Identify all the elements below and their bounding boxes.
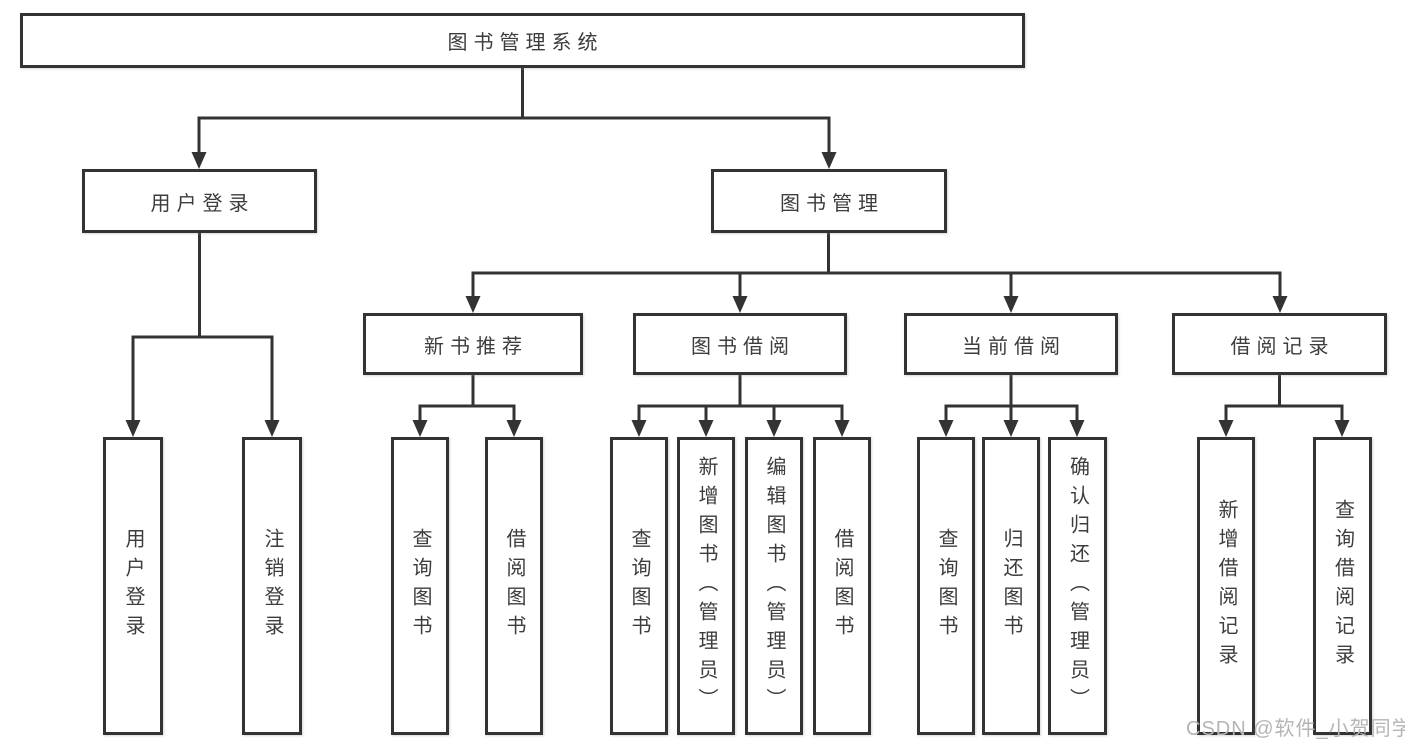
node-borrowing-records: 借阅记录 xyxy=(1172,313,1387,375)
leaf-query-books-3-label: 查询图书 xyxy=(935,528,957,644)
leaf-query-books-1-label: 查询图书 xyxy=(409,528,431,644)
leaf-query-books-2: 查询图书 xyxy=(610,437,668,735)
leaf-borrow-books-1: 借阅图书 xyxy=(485,437,543,735)
leaf-add-book-admin-label: 新增图书（管理员） xyxy=(695,455,717,717)
leaf-query-borrow-record: 查询借阅记录 xyxy=(1313,437,1372,735)
node-book-management-label: 图书管理 xyxy=(780,192,884,215)
leaf-query-borrow-record-label: 查询借阅记录 xyxy=(1331,499,1354,673)
leaf-edit-book-admin: 编辑图书（管理员） xyxy=(745,437,803,735)
node-user-login-label: 用户登录 xyxy=(150,192,255,215)
leaf-edit-book-admin-label: 编辑图书（管理员） xyxy=(763,455,785,717)
node-library-system: 图书管理系统 xyxy=(20,13,1025,68)
leaf-query-books-1: 查询图书 xyxy=(391,437,449,735)
node-new-book-recommendation: 新书推荐 xyxy=(363,313,583,375)
node-user-login: 用户登录 xyxy=(82,169,317,233)
node-library-system-label: 图书管理系统 xyxy=(447,32,604,54)
node-book-borrowing-label: 图书借阅 xyxy=(691,335,795,358)
leaf-return-books: 归还图书 xyxy=(982,437,1040,735)
leaf-borrow-books-2-label: 借阅图书 xyxy=(831,528,853,644)
node-borrowing-records-label: 借阅记录 xyxy=(1230,335,1335,358)
leaf-confirm-return-admin: 确认归还（管理员） xyxy=(1048,437,1107,735)
leaf-add-borrow-record: 新增借阅记录 xyxy=(1197,437,1255,735)
node-current-borrowing-label: 当前借阅 xyxy=(962,335,1066,358)
leaf-query-books-2-label: 查询图书 xyxy=(628,528,650,644)
leaf-user-login-label: 用户登录 xyxy=(122,528,144,644)
leaf-logout: 注销登录 xyxy=(242,437,302,735)
leaf-add-borrow-record-label: 新增借阅记录 xyxy=(1215,499,1237,673)
leaf-borrow-books-1-label: 借阅图书 xyxy=(503,528,525,644)
leaf-add-book-admin: 新增图书（管理员） xyxy=(677,437,735,735)
node-book-management: 图书管理 xyxy=(711,169,947,233)
leaf-user-login: 用户登录 xyxy=(103,437,163,735)
leaf-return-books-label: 归还图书 xyxy=(1000,528,1022,644)
leaf-confirm-return-admin-label: 确认归还（管理员） xyxy=(1066,455,1089,717)
node-book-borrowing: 图书借阅 xyxy=(633,313,847,375)
leaf-borrow-books-2: 借阅图书 xyxy=(813,437,871,735)
csdn-watermark: CSDN @软件_小贺同学 xyxy=(1186,718,1405,740)
node-current-borrowing: 当前借阅 xyxy=(904,313,1118,375)
leaf-query-books-3: 查询图书 xyxy=(917,437,975,735)
leaf-logout-label: 注销登录 xyxy=(261,528,283,644)
node-new-book-recommendation-label: 新书推荐 xyxy=(424,335,528,358)
